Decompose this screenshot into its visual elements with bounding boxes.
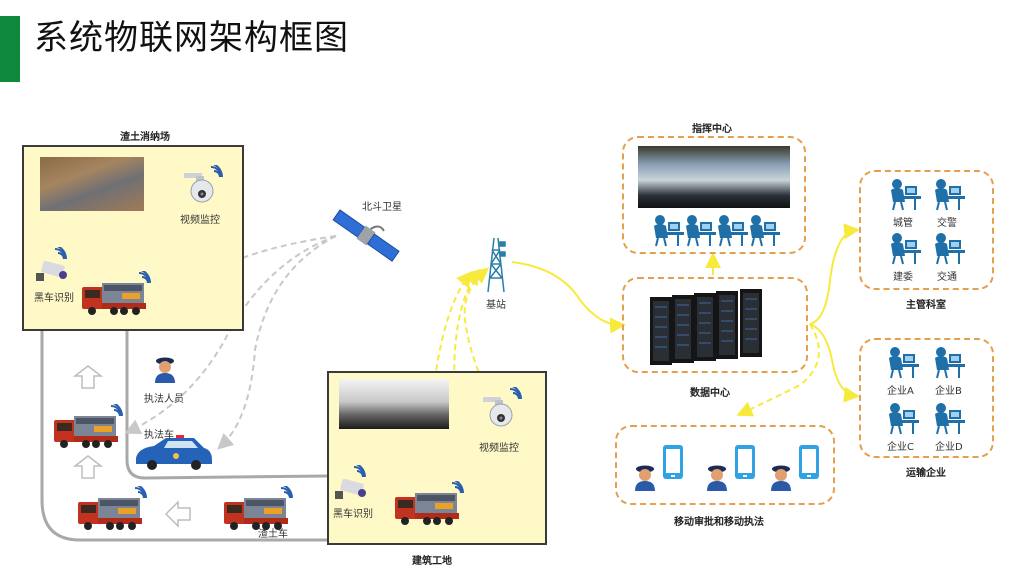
base-station-icon: [487, 237, 506, 293]
authority-unit: 建委: [893, 272, 913, 283]
operator-icon: [888, 402, 920, 435]
command-center-box: [622, 136, 806, 254]
disposal-site-zone: 视频监控 黑车识别: [22, 145, 244, 331]
transport-unit: 企业A: [887, 386, 914, 397]
muck-truck-icon: [78, 486, 147, 530]
authority-unit: 交警: [937, 218, 957, 229]
transport-unit: 企业B: [935, 386, 962, 397]
officer-icon: [155, 357, 175, 383]
network-links: [511, 223, 860, 417]
muck-truck-icon: [54, 404, 123, 448]
authority-unit: 交通: [937, 272, 957, 283]
muck-truck-icon: [395, 481, 464, 525]
page-title: 系统物联网架构框图: [34, 18, 349, 58]
operator-icon: [934, 346, 966, 379]
construction-site-zone: 视频监控 黑车识别: [327, 371, 547, 545]
satellite-label: 北斗卫星: [362, 202, 402, 213]
operator-icons: [653, 214, 781, 247]
title-accent-bar: [0, 16, 20, 82]
mobile-officer-icons: [635, 445, 819, 491]
construction-video-label: 视频监控: [479, 443, 519, 454]
plate-camera-icon: [36, 247, 67, 281]
transport-title: 运输企业: [906, 468, 946, 479]
disposal-video-label: 视频监控: [180, 215, 220, 226]
authority-title: 主管科室: [906, 300, 946, 311]
road-arrow-icons: [72, 365, 191, 528]
transport-unit: 企业D: [935, 442, 963, 453]
command-center-title: 指挥中心: [692, 124, 732, 135]
disposal-site-title: 渣土消纳场: [120, 132, 170, 143]
operator-icon: [890, 178, 922, 211]
operator-icon: [934, 402, 966, 435]
construction-photo: [339, 379, 449, 429]
satellite-icon: [332, 209, 400, 262]
muck-truck-label: 渣土车: [258, 529, 288, 540]
road-paths: [40, 330, 329, 542]
operator-icon: [934, 178, 966, 211]
video-camera-icon: [183, 165, 223, 203]
plate-camera-icon: [335, 465, 366, 499]
disposal-plate-label: 黑车识别: [34, 293, 74, 304]
authority-box: 城管 交警 建委 交通: [859, 170, 994, 290]
landfill-photo: [40, 157, 144, 211]
transport-box: 企业A 企业B 企业C 企业D: [859, 338, 994, 458]
data-center-box: [622, 277, 808, 373]
mobile-center-title: 移动审批和移动执法: [674, 517, 764, 528]
operator-icon: [890, 232, 922, 265]
police-car-label: 执法车: [144, 430, 174, 441]
construction-site-title: 建筑工地: [412, 556, 452, 567]
command-wall-photo: [638, 146, 790, 208]
muck-truck-icon: [82, 271, 151, 315]
officer-label: 执法人员: [144, 394, 184, 405]
construction-plate-label: 黑车识别: [333, 509, 373, 520]
authority-unit: 城管: [893, 218, 913, 229]
operator-icon: [934, 232, 966, 265]
transport-unit: 企业C: [887, 442, 914, 453]
data-center-title: 数据中心: [690, 388, 730, 399]
video-camera-icon: [482, 387, 522, 427]
base-station-label: 基站: [486, 300, 506, 311]
operator-icon: [888, 346, 920, 379]
server-rack-icon: [650, 289, 763, 365]
police-car-icon: [136, 435, 212, 470]
mobile-center-box: [615, 425, 835, 505]
